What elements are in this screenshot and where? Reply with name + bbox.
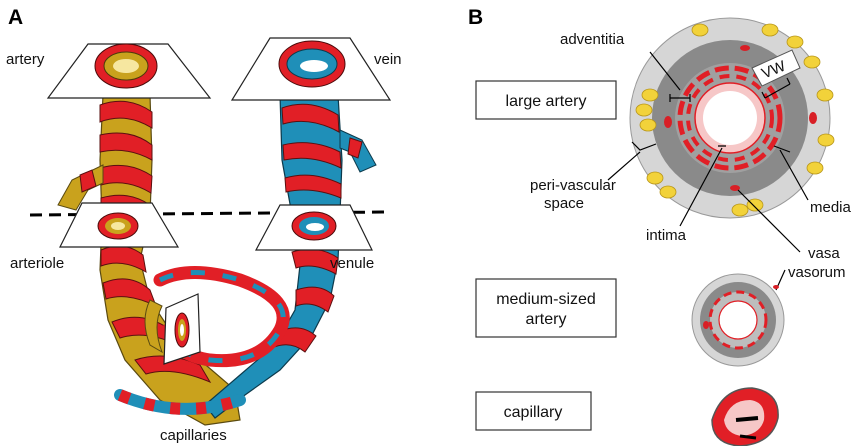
medium-artery-lumen xyxy=(719,301,757,339)
medium-artery-section xyxy=(692,274,784,366)
label-vasa-2: vasorum xyxy=(788,264,846,281)
medium-artery-box-label-1: medium-sized xyxy=(496,291,596,308)
panel-a-letter: A xyxy=(8,6,23,29)
artery-section-lumen xyxy=(113,59,139,73)
arteriole-cross-section xyxy=(60,203,178,247)
medium-vasa-1 xyxy=(703,321,709,329)
vein-cross-section xyxy=(232,38,390,100)
artery-cross-section xyxy=(48,44,210,98)
label-arteriole: arteriole xyxy=(10,255,64,272)
medium-vasa-2 xyxy=(773,285,779,289)
label-vasa-1: vasa xyxy=(808,245,840,262)
large-artery-box-label: large artery xyxy=(506,93,587,110)
capillary-inner-dark-2 xyxy=(740,436,756,438)
panel-b-letter: B xyxy=(468,6,483,29)
capillary-section xyxy=(712,388,778,446)
medium-artery-box-label-2: artery xyxy=(526,311,567,328)
medium-artery-box xyxy=(476,279,616,337)
panel-b: B xyxy=(468,6,852,446)
capillary-section-lumen xyxy=(180,324,184,336)
label-artery: artery xyxy=(6,51,45,68)
large-artery-section: VW xyxy=(630,18,834,218)
capillary-cross-section xyxy=(164,294,200,364)
capillary-inner-dark xyxy=(736,418,758,420)
arteriole-section-lumen xyxy=(111,222,125,230)
large-artery-lumen xyxy=(703,91,757,145)
label-intima: intima xyxy=(646,227,687,244)
label-capillaries: capillaries xyxy=(160,427,227,444)
venule-section-lumen xyxy=(306,223,324,231)
label-media: media xyxy=(810,199,852,216)
label-venule: venule xyxy=(330,255,374,272)
label-vein: vein xyxy=(374,51,402,68)
capillary-box-label: capillary xyxy=(504,404,563,421)
label-perivascular-2: space xyxy=(544,195,584,212)
label-perivascular-1: peri-vascular xyxy=(530,177,616,194)
label-adventitia: adventitia xyxy=(560,31,625,48)
vein-section-lumen xyxy=(300,60,328,72)
